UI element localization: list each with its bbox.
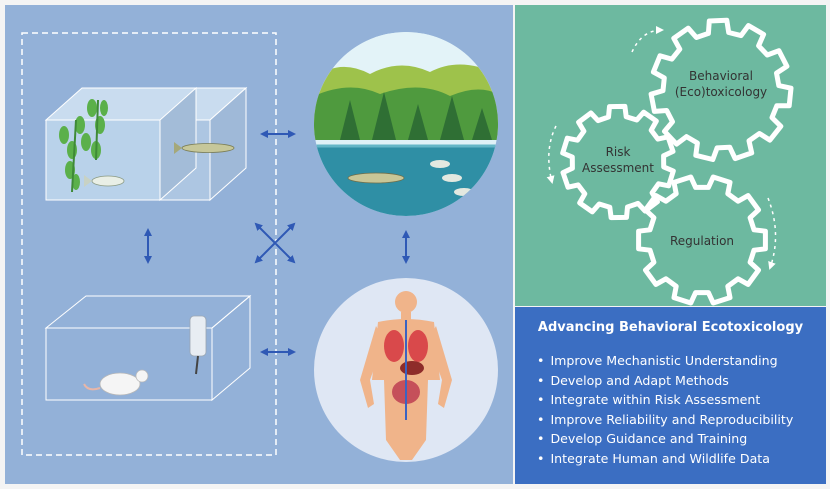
gear-label-behavioral-line1: Behavioral: [689, 69, 753, 83]
info-list: Improve Mechanistic Understanding Develo…: [537, 351, 793, 469]
gear-icon: [560, 103, 676, 221]
rotation-arrow-icon: [631, 26, 664, 53]
list-item: Develop Guidance and Training: [537, 429, 793, 449]
rat-cage-icon: [44, 294, 252, 402]
info-panel: Advancing Behavioral Ecotoxicology Impro…: [515, 307, 826, 484]
aquarium-icon: [44, 86, 248, 202]
gear-icon: [636, 174, 768, 306]
rat-icon: [99, 372, 141, 396]
list-item: Improve Reliability and Reproducibility: [537, 410, 793, 430]
lake-scene-icon: [314, 32, 498, 216]
cross-arrow-icon: [254, 222, 296, 264]
list-item: Integrate Human and Wildlife Data: [537, 449, 793, 469]
gear-label-regulation: Regulation: [670, 234, 734, 248]
gear-label-risk-line1: Risk: [606, 145, 631, 159]
water-bottle-icon: [189, 315, 207, 357]
list-item: Develop and Adapt Methods: [537, 371, 793, 391]
human-body-icon: [314, 278, 498, 462]
gear-icon: [648, 17, 794, 162]
rotation-arrow-icon: [546, 125, 557, 184]
info-title: Advancing Behavioral Ecotoxicology: [537, 320, 804, 335]
list-item: Improve Mechanistic Understanding: [537, 351, 793, 371]
list-item: Integrate within Risk Assessment: [537, 390, 793, 410]
gear-label-behavioral-line2: (Eco)toxicology: [675, 85, 767, 99]
rotation-arrow-icon: [767, 197, 777, 270]
gear-label-risk-line2: Assessment: [582, 161, 654, 175]
